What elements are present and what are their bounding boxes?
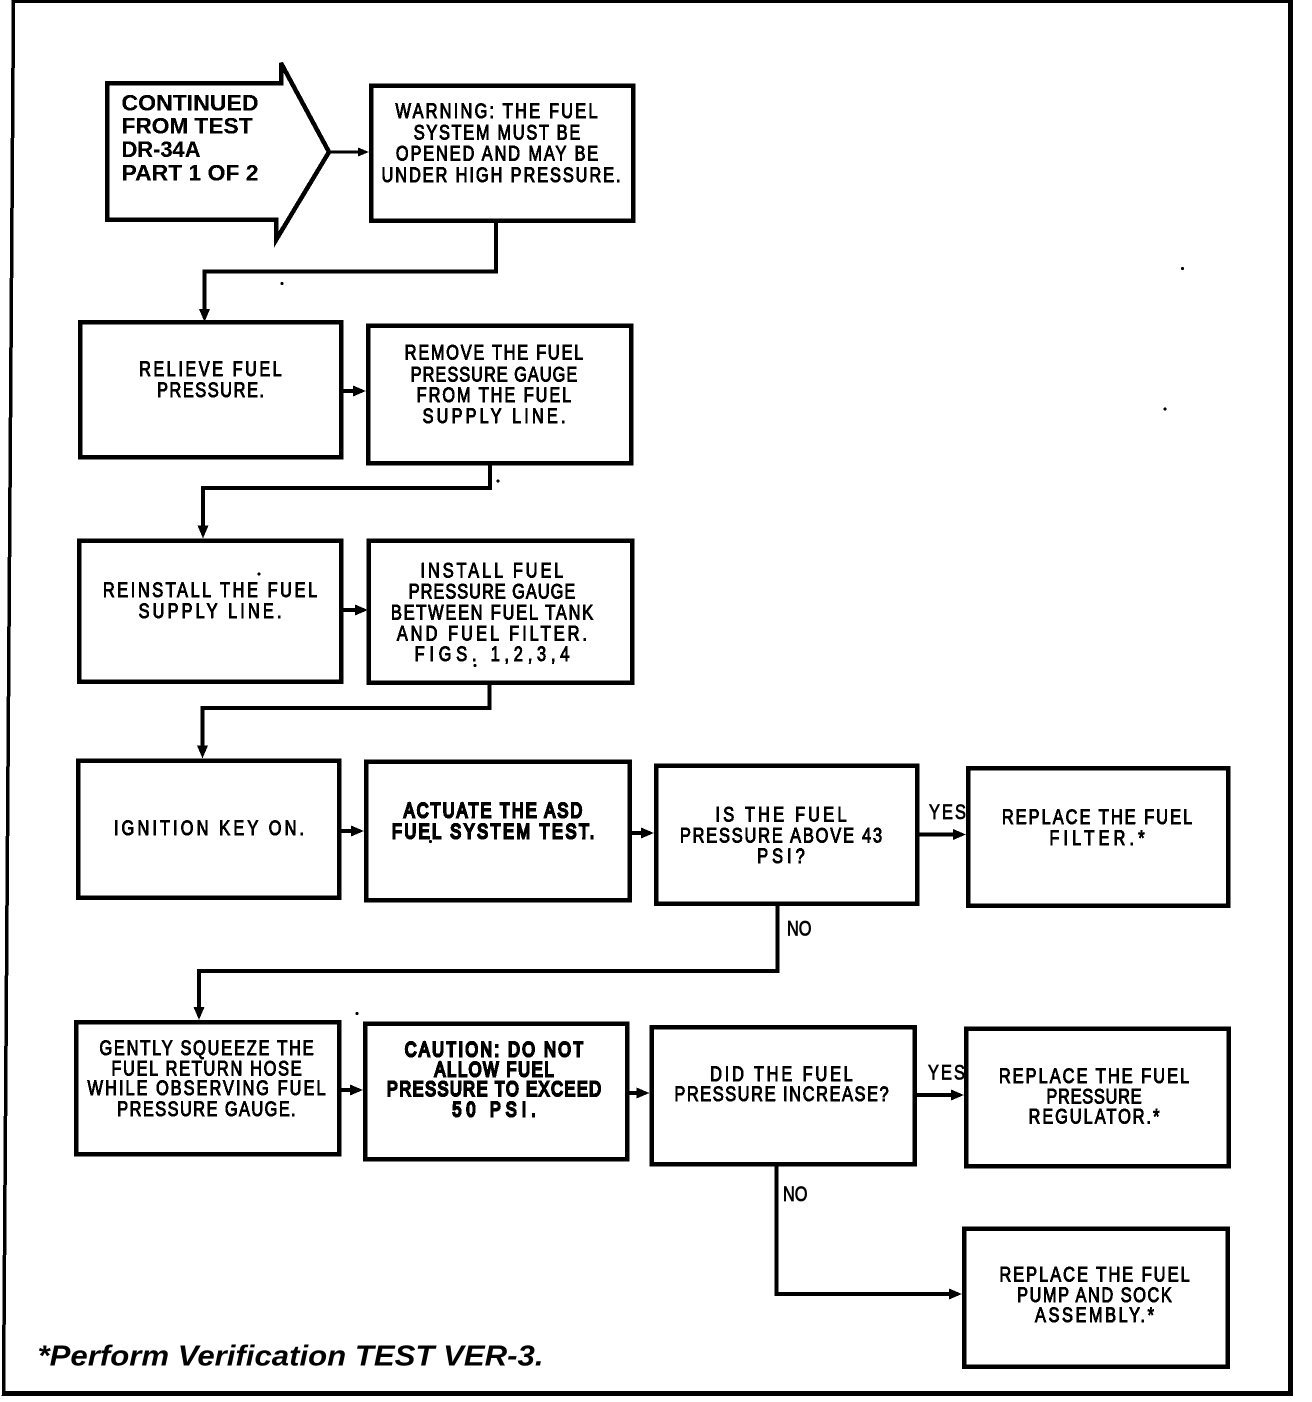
svg-text:DR-34A: DR-34A bbox=[122, 137, 201, 162]
svg-text:PRESSURE.: PRESSURE. bbox=[157, 378, 264, 401]
svg-text:NO: NO bbox=[787, 917, 811, 940]
svg-text:UNDER HIGH PRESSURE.: UNDER HIGH PRESSURE. bbox=[382, 163, 621, 186]
svg-text:CAUTION: DO NOT: CAUTION: DO NOT bbox=[405, 1037, 584, 1060]
svg-text:FUEL SYSTEM TEST.: FUEL SYSTEM TEST. bbox=[392, 820, 594, 843]
svg-text:*Perform Verification TEST VER: *Perform Verification TEST VER-3. bbox=[38, 1341, 544, 1373]
svg-text:REGULATOR.*: REGULATOR.* bbox=[1029, 1105, 1160, 1128]
svg-text:YES: YES bbox=[928, 1061, 965, 1084]
svg-text:SYSTEM MUST BE: SYSTEM MUST BE bbox=[414, 120, 581, 143]
svg-text:50 PSI.: 50 PSI. bbox=[452, 1098, 535, 1121]
svg-text:PART 1 OF 2: PART 1 OF 2 bbox=[122, 160, 259, 185]
svg-text:PRESSURE GAUGE: PRESSURE GAUGE bbox=[409, 580, 576, 603]
svg-text:OPENED AND MAY BE: OPENED AND MAY BE bbox=[396, 142, 598, 165]
svg-text:FUEL RETURN HOSE: FUEL RETURN HOSE bbox=[111, 1057, 301, 1080]
svg-text:REMOVE THE FUEL: REMOVE THE FUEL bbox=[405, 341, 583, 364]
svg-text:ASSEMBLY.*: ASSEMBLY.* bbox=[1035, 1303, 1155, 1326]
svg-text:WHILE OBSERVING FUEL: WHILE OBSERVING FUEL bbox=[88, 1076, 326, 1099]
svg-text:WARNING: THE FUEL: WARNING: THE FUEL bbox=[395, 99, 597, 122]
svg-text:PRESSURE TO EXCEED: PRESSURE TO EXCEED bbox=[387, 1077, 601, 1100]
svg-text:CONTINUED: CONTINUED bbox=[122, 90, 259, 115]
svg-text:YES: YES bbox=[929, 800, 966, 823]
svg-text:PRESSURE GAUGE.: PRESSURE GAUGE. bbox=[117, 1097, 295, 1120]
svg-text:FROM TEST: FROM TEST bbox=[122, 114, 254, 139]
svg-text:ALLOW FUEL: ALLOW FUEL bbox=[434, 1058, 553, 1081]
svg-text:IS THE FUEL: IS THE FUEL bbox=[716, 803, 847, 826]
svg-text:REINSTALL THE FUEL: REINSTALL THE FUEL bbox=[103, 578, 317, 601]
svg-text:PRESSURE: PRESSURE bbox=[1046, 1084, 1141, 1107]
svg-text:NO: NO bbox=[783, 1182, 807, 1205]
svg-text:BETWEEN FUEL TANK: BETWEEN FUEL TANK bbox=[391, 601, 594, 624]
svg-text:PSI?: PSI? bbox=[757, 844, 805, 867]
svg-text:PRESSURE GAUGE: PRESSURE GAUGE bbox=[411, 363, 578, 386]
svg-text:PRESSURE INCREASE?: PRESSURE INCREASE? bbox=[674, 1082, 888, 1105]
